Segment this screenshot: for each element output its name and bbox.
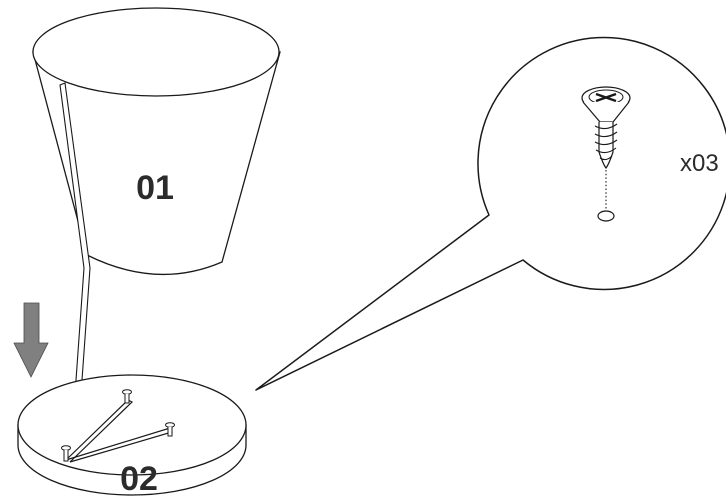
screw-quantity-label: x03	[680, 150, 719, 177]
down-arrow-icon	[14, 303, 48, 377]
part-label-shade: 01	[136, 169, 174, 207]
part-label-base: 02	[120, 460, 158, 498]
detail-callout	[256, 37, 726, 390]
